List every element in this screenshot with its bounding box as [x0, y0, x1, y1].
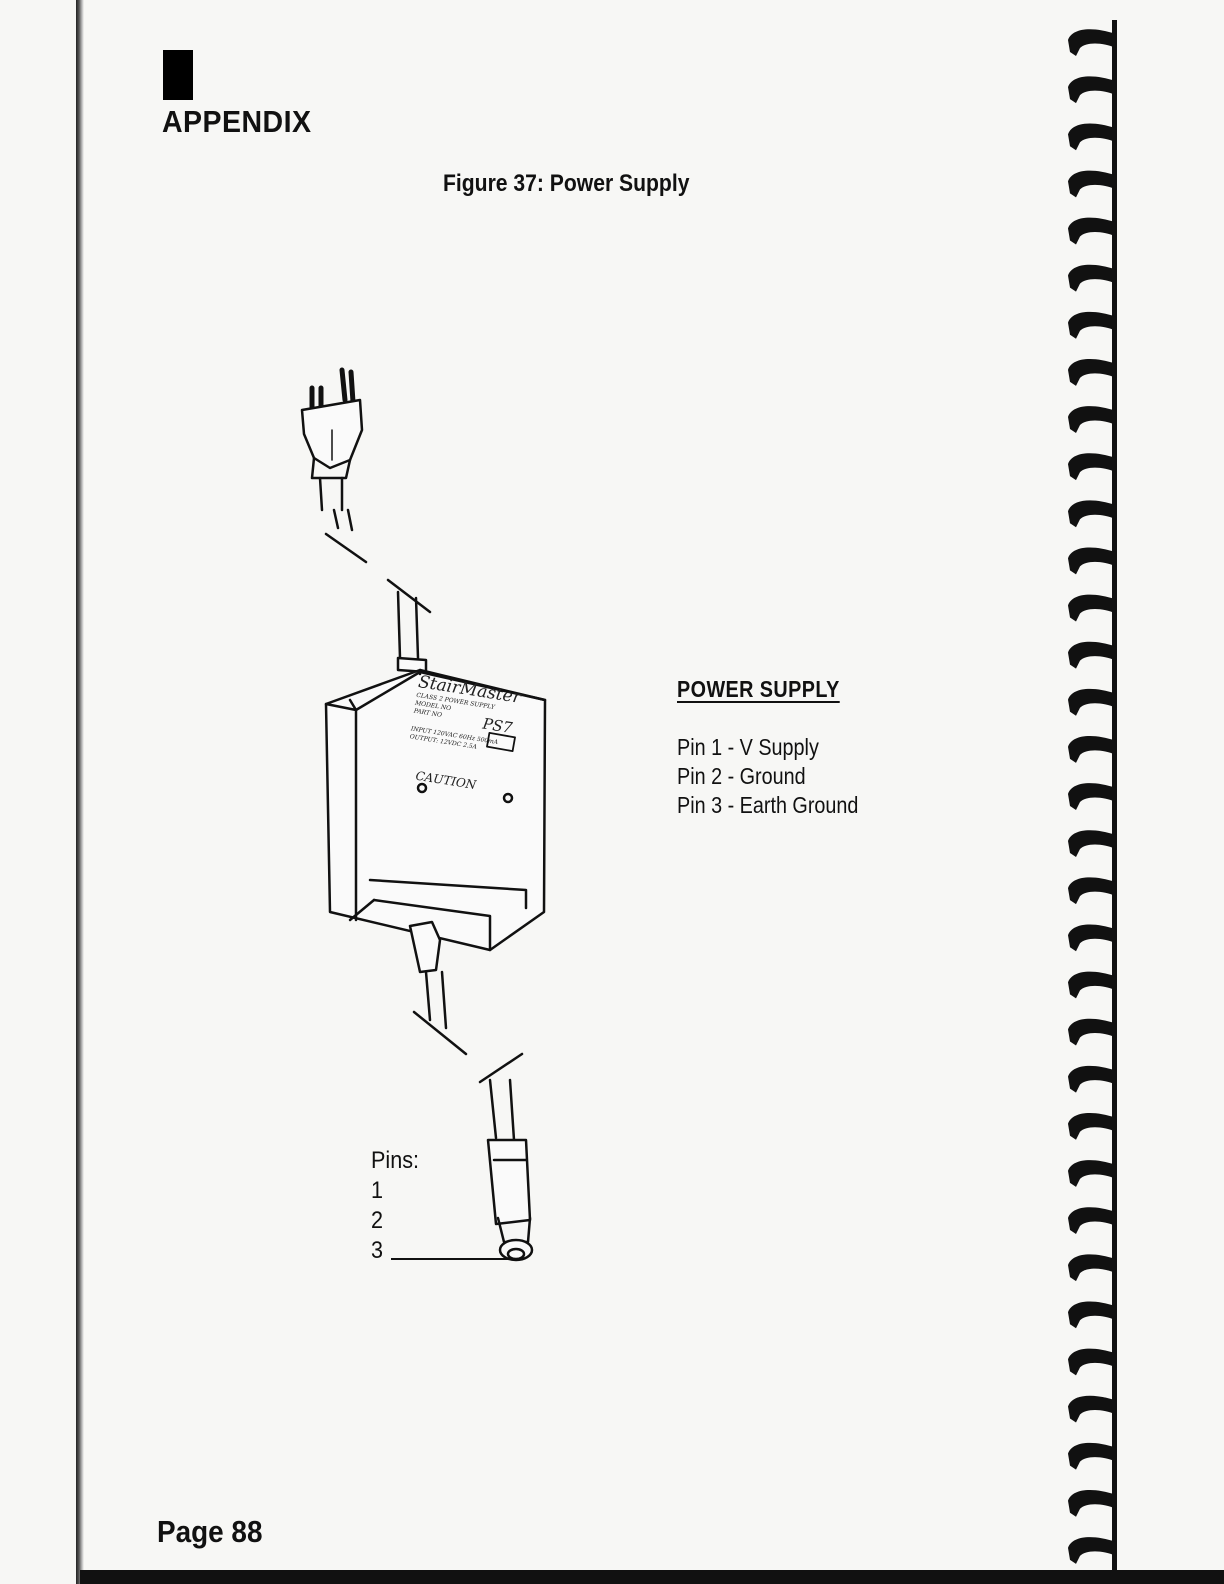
binding-coil-icon [1068, 1160, 1116, 1187]
binding-coil-icon [1068, 642, 1116, 669]
device-label: StairMaster CLASS 2 POWER SUPPLY MODEL N… [403, 672, 549, 801]
binding-coil-icon [1068, 1537, 1116, 1564]
pin-3-leader-line [391, 1258, 511, 1260]
binding-coil-icon [1068, 500, 1116, 527]
pin-assignment-list: Pin 1 - V Supply Pin 2 - Ground Pin 3 - … [677, 733, 858, 820]
binding-coil-icon [1068, 406, 1116, 433]
pins-title: Pins: [371, 1146, 419, 1176]
binding-coil-icon [1068, 925, 1116, 952]
power-supply-illustration [290, 360, 570, 1280]
figure-caption: Figure 37: Power Supply [443, 170, 689, 198]
binding-coil-icon [1068, 359, 1116, 386]
power-supply-description: POWER SUPPLY Pin 1 - V Supply Pin 2 - Gr… [677, 676, 858, 820]
binding-coil-icon [1068, 972, 1116, 999]
pin-assignment: Pin 3 - Earth Ground [677, 791, 858, 820]
power-supply-heading: POWER SUPPLY [677, 676, 858, 703]
binding-coil-icon [1068, 830, 1116, 857]
binding-coil-icon [1068, 783, 1116, 810]
binding-coil-icon [1068, 312, 1116, 339]
pin-number: 2 [371, 1206, 419, 1236]
page-bottom-edge [80, 1570, 1224, 1584]
power-plug-icon [302, 370, 362, 510]
pin-number: 1 [371, 1176, 419, 1206]
binding-coil-icon [1068, 1349, 1116, 1376]
binding-coil-icon [1068, 1396, 1116, 1423]
pin-assignment: Pin 1 - V Supply [677, 733, 858, 762]
pins-legend: Pins: 1 2 3 [371, 1146, 419, 1266]
page-left-edge [76, 0, 84, 1584]
pin-assignment: Pin 2 - Ground [677, 762, 858, 791]
header-halftone-bar [163, 50, 1003, 100]
binding-coil-icon [1068, 1113, 1116, 1140]
pin-number: 3 [371, 1236, 419, 1266]
binding-coil-icon [1068, 877, 1116, 904]
binding-coil-icon [1068, 218, 1116, 245]
page-number: Page 88 [157, 1514, 262, 1550]
binding-coil-icon [1068, 265, 1116, 292]
binding-coil-icon [1068, 595, 1116, 622]
binding-coil-icon [1068, 548, 1116, 575]
binding-coil-icon [1068, 1490, 1116, 1517]
device-model: PS7 [481, 715, 513, 737]
binding-coil-icon [1068, 1207, 1116, 1234]
spiral-binding [1062, 20, 1124, 1575]
binding-coil-icon [1068, 689, 1116, 716]
binding-coil-icon [1068, 1301, 1116, 1328]
binding-coil-icon [1062, 20, 1124, 1575]
binding-coil-icon [1068, 736, 1116, 763]
binding-coil-icon [1068, 171, 1116, 198]
binding-coil-icon [1068, 453, 1116, 480]
binding-coil-icon [1068, 1019, 1116, 1046]
binding-coil-icon [1068, 123, 1116, 150]
connector-icon [488, 1140, 532, 1260]
section-title: APPENDIX [162, 104, 311, 140]
binding-coil-icon [1068, 1443, 1116, 1470]
binding-coil-icon [1068, 29, 1116, 56]
binding-coil-icon [1068, 76, 1116, 103]
binding-coil-icon [1068, 1254, 1116, 1281]
binding-coil-icon [1068, 1066, 1116, 1093]
